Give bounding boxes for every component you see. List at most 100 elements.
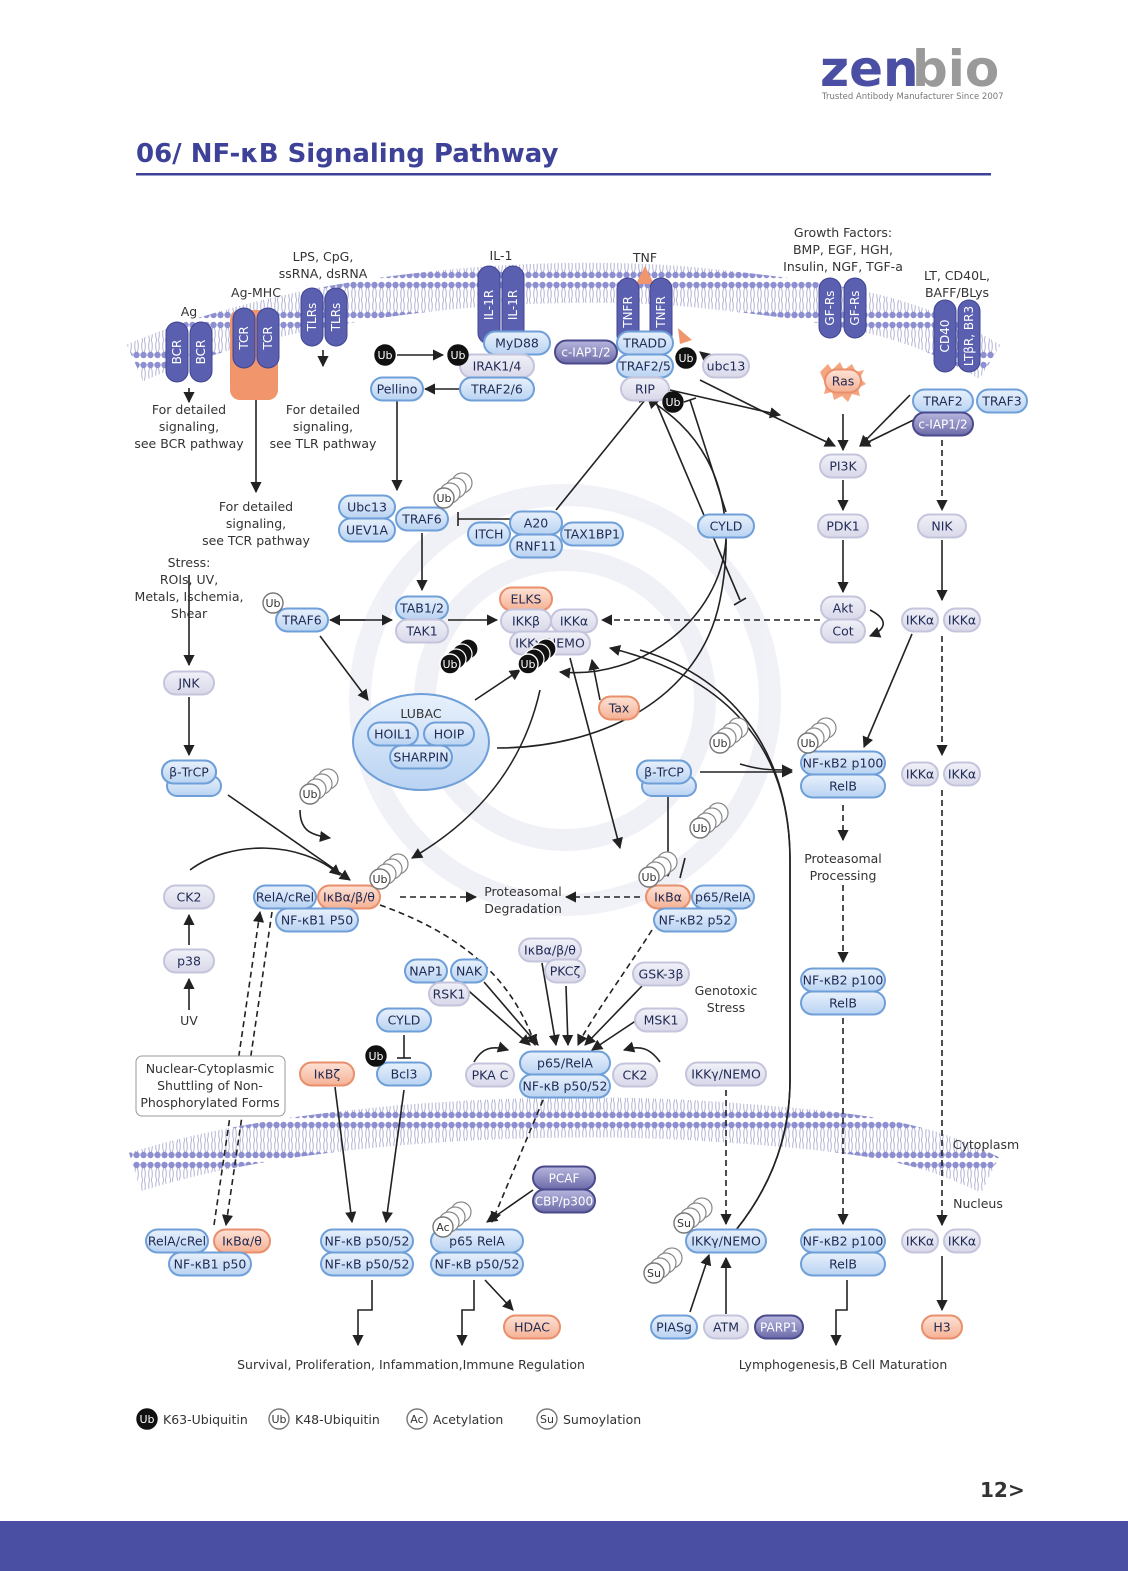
node-ikka-nik-2: IKKα <box>943 607 981 633</box>
node-label-nemo-nucleus: IKKγ/NEMO <box>691 1234 761 1249</box>
node-label-rnf11: RNF11 <box>515 539 556 554</box>
node-label-jnk: JNK <box>177 676 200 691</box>
legend-label-0: K63-Ubiquitin <box>163 1412 248 1427</box>
node-nfkb2p52: NF-κB2 p52 <box>653 907 737 933</box>
arrow <box>679 857 686 879</box>
arrow <box>456 1280 475 1347</box>
node-bcl3: Bcl3 <box>376 1061 432 1087</box>
node-label-myd88: MyD88 <box>495 336 539 351</box>
k48-ub-btrcp-left: Ub <box>299 783 321 805</box>
page-title: 06/ NF-κB Signaling Pathway <box>136 139 558 169</box>
k48-ub-right-chain: Ub <box>689 817 711 839</box>
node-label-h3: H3 <box>933 1320 950 1335</box>
node-label-p65-rela-central: p65/RelA <box>537 1056 593 1071</box>
node-label-cyld: CYLD <box>710 519 743 534</box>
node-ikka-mid-2: IKKα <box>943 761 981 787</box>
node-msk1: MSK1 <box>634 1007 688 1033</box>
node-label-bcl3: Bcl3 <box>391 1067 418 1082</box>
k63-ub-chain-lubac: Ub <box>439 653 461 675</box>
node-label-relb-cyto: RelB <box>829 779 857 794</box>
node-label-cbp: CBP/p300 <box>535 1195 593 1209</box>
node-label-pdk1: PDK1 <box>826 519 859 534</box>
node-nak: NAK <box>450 958 488 984</box>
node-rsk1: RSK1 <box>428 981 470 1007</box>
node-nfkb2-p100-processed: NF-κB2 p100 <box>800 967 886 993</box>
node-label-nfkb2-p100-nucleus: NF-κB2 p100 <box>803 1234 884 1249</box>
node-relacrel: RelA/cRel <box>253 884 317 910</box>
svg-text:Ub: Ub <box>692 822 707 835</box>
node-uev1a: UEV1A <box>338 517 396 543</box>
node-label-nfkb1-p50-nucleus: NF-κB1 p50 <box>174 1257 247 1272</box>
svg-text:TNFR: TNFR <box>621 296 635 329</box>
arrow <box>562 985 574 1047</box>
node-label-p65-rela-nucleus: p65 RelA <box>449 1234 505 1249</box>
node-cyld-bcl3: CYLD <box>376 1007 432 1033</box>
node-traf2: TRAF2 <box>912 388 974 414</box>
node-traf26: TRAF2/6 <box>459 376 535 402</box>
node-h3: H3 <box>921 1314 963 1340</box>
node-label-nak: NAK <box>456 964 483 979</box>
legend-mark-0: Ub <box>139 1413 154 1426</box>
node-label-ikbat: IκBα/θ <box>222 1234 262 1249</box>
node-label-nfkb2-p100-processed: NF-κB2 p100 <box>803 973 884 988</box>
node-label-gsk3b: GSK-3β <box>639 967 684 982</box>
node-nfkb-p50-52-nucleus-a: NF-κB p50/52 <box>320 1228 414 1254</box>
arrow <box>484 1279 514 1311</box>
arrow <box>221 911 273 1227</box>
receptor-tcr: TCR <box>232 307 256 369</box>
ligand-tnf: TNF <box>632 250 657 265</box>
node-ras: Ras <box>824 368 862 394</box>
note-outcome-right: Lymphogenesis,B Cell Maturation <box>739 1357 948 1372</box>
title-underline <box>136 173 991 176</box>
tnf-ligand-icon <box>636 266 654 284</box>
k63-ub-pellino: Ub <box>374 344 396 366</box>
node-label-ciap12: c-IAP1/2 <box>561 346 610 360</box>
node-label-sharpin: SHARPIN <box>393 750 448 765</box>
legend-item-0: Ub K63-Ubiquitin <box>136 1408 248 1430</box>
node-label-traf25: TRAF2/5 <box>618 359 671 374</box>
arrow <box>622 1041 661 1063</box>
node-elks: ELKS <box>499 586 553 612</box>
node-btrcp-right-top: β-TrCP <box>636 759 692 785</box>
node-label-tax: Tax <box>608 701 630 716</box>
node-label-hoip: HOIP <box>434 727 465 742</box>
svg-text:Ub: Ub <box>520 658 535 671</box>
k63-ub-irak: Ub <box>447 344 469 366</box>
node-label-traf26: TRAF2/6 <box>470 382 523 397</box>
arrow <box>483 981 539 1046</box>
inhibition-bar <box>733 597 747 606</box>
node-label-cyld-bcl3: CYLD <box>388 1013 421 1028</box>
node-hoil1: HOIL1 <box>367 721 419 747</box>
node-hoip: HOIP <box>423 721 475 747</box>
node-label-ikka: IKKα <box>560 614 588 629</box>
ligand-growth-factors: Growth Factors:BMP, EGF, HGH,Insulin, NG… <box>783 225 903 274</box>
svg-text:Ub: Ub <box>368 1050 383 1063</box>
k48-ub-ikb: Ub <box>369 868 391 890</box>
arrow <box>558 539 727 679</box>
node-tradd: TRADD <box>616 330 674 356</box>
node-a20: A20 <box>509 510 563 536</box>
receptor-tlrs: TLRs <box>300 287 324 347</box>
svg-text:Ub: Ub <box>265 597 280 610</box>
arrow <box>461 984 531 1046</box>
arrow <box>381 1089 405 1224</box>
node-ubc13: Ubc13 <box>338 494 396 520</box>
node-p65rela: p65/RelA <box>691 884 755 910</box>
svg-text:Ub: Ub <box>377 349 392 362</box>
node-label-irak: IRAK1/4 <box>473 359 522 374</box>
node-label-ck2-central: CK2 <box>623 1068 648 1083</box>
node-nfkb1-p50-nucleus: NF-κB1 p50 <box>168 1251 252 1277</box>
arrow <box>541 962 560 1047</box>
node-relb-cyto: RelB <box>800 773 886 799</box>
svg-text:TLRs: TLRs <box>305 303 319 333</box>
node-ck2-left: CK2 <box>163 884 215 910</box>
acetyl-mark: Ac <box>432 1216 454 1238</box>
node-ikbabt-kinase-input: IκBα/β/θ <box>518 937 582 963</box>
node-label-rsk1: RSK1 <box>433 987 466 1002</box>
svg-text:TCR: TCR <box>237 326 251 350</box>
node-nap1: NAP1 <box>404 958 448 984</box>
svg-text:Ub: Ub <box>302 788 317 801</box>
brand-tagline: Trusted Antibody Manufacturer Since 2007 <box>821 92 1004 102</box>
